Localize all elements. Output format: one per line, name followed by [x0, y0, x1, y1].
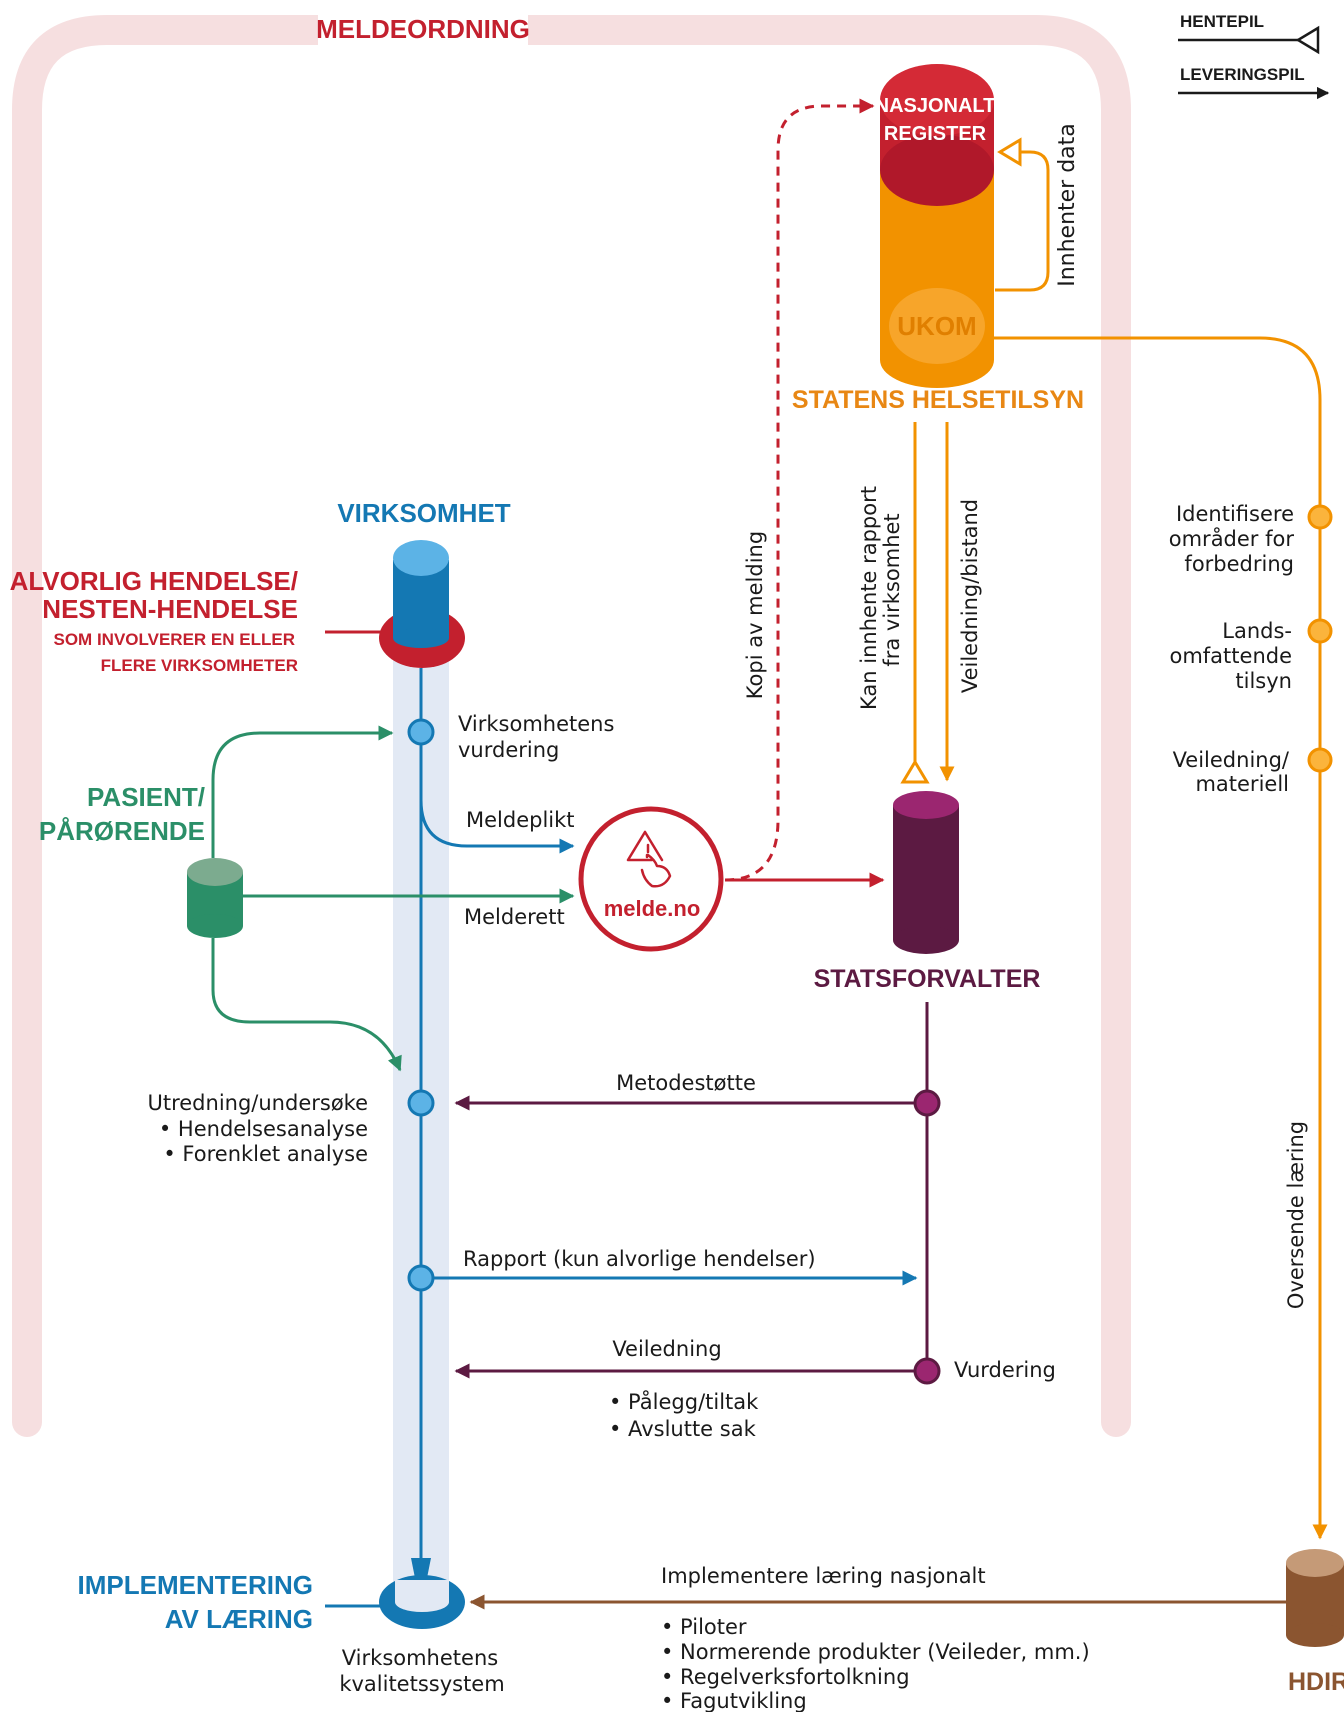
- quality-label-2: kvalitetssystem: [339, 1672, 504, 1696]
- event-disc: [379, 540, 465, 668]
- implement-nationally-label: Implementere læring nasjonalt: [661, 1564, 986, 1588]
- patient-to-investigation-arrow: [211, 938, 402, 1072]
- assessment-sf-node: [913, 1357, 941, 1385]
- hdir-bullet-1: • Piloter: [661, 1615, 747, 1639]
- investigation-node: [407, 1089, 435, 1117]
- right-node-2: [1307, 618, 1333, 644]
- method-support-label: Metodestøtte: [616, 1071, 756, 1095]
- hdir-bullet-3: • Regelverksfortolkning: [661, 1665, 910, 1689]
- assessment-node: [407, 718, 435, 746]
- right-item2-line2: omfattende: [1169, 644, 1292, 668]
- innhenter-data-loop: [995, 150, 1050, 292]
- patient-label-1: PASIENT/: [87, 782, 205, 812]
- kopi-label: Kopi av melding: [743, 531, 767, 699]
- method-support-node: [913, 1089, 941, 1117]
- hdir-bullet-2: • Normerende produkter (Veileder, mm.): [661, 1640, 1090, 1664]
- collect-report-fetch-arrow-icon: [900, 759, 930, 784]
- arrow-legend: HENTEPIL LEVERINGSPIL: [1178, 12, 1330, 100]
- collect-report-label-1: Kan innhente rapport: [857, 486, 881, 710]
- right-item1-line2: områder for: [1169, 526, 1295, 551]
- hdir-bullet-4: • Fagutvikling: [661, 1689, 807, 1712]
- collect-report-label-2: fra virksomhet: [880, 513, 904, 666]
- melde-label[interactable]: melde.no: [604, 896, 701, 921]
- hdir-cylinder: [1286, 1549, 1344, 1647]
- helsetilsyn-cylinder: [880, 64, 994, 388]
- innhenter-fetch-arrow-icon: [997, 137, 1022, 167]
- meldeplikt-arrow: [419, 744, 575, 854]
- frame-title-bg: [318, 10, 528, 50]
- right-item1-line3: forbedring: [1184, 552, 1294, 576]
- statsforvalter-label: STATSFORVALTER: [814, 965, 1041, 993]
- guidance-label: Veiledning: [612, 1337, 721, 1361]
- implement-title-2: AV LÆRING: [165, 1604, 313, 1634]
- investigation-label-2: • Hendelsesanalyse: [159, 1117, 368, 1141]
- helsetilsyn-label: STATENS HELSETILSYN: [792, 386, 1084, 414]
- ukom-to-hdir-path: [994, 336, 1328, 1540]
- melderett-label: Melderett: [464, 905, 565, 929]
- kopi-dashed-arrow: [724, 98, 875, 882]
- right-item3-line2: materiell: [1195, 772, 1289, 796]
- send-learning-label: Oversende læring: [1284, 1121, 1308, 1309]
- legend-fetch-arrow-icon: [1295, 25, 1320, 55]
- assessment-label-1: Virksomhetens: [458, 712, 614, 736]
- investigation-label-3: • Forenklet analyse: [163, 1142, 368, 1166]
- assessment-label-2: vurdering: [458, 738, 559, 762]
- right-item2-line1: Lands-: [1222, 619, 1292, 643]
- ukom-label: UKOM: [897, 311, 976, 341]
- innhenter-data-label: Innhenter data: [1055, 123, 1080, 287]
- register-label-2: REGISTER: [884, 123, 987, 145]
- legend-delivery-label: LEVERINGSPIL: [1180, 65, 1305, 84]
- report-label: Rapport (kun alvorlige hendelser): [463, 1247, 816, 1271]
- report-node: [407, 1264, 435, 1292]
- event-title-2: NESTEN-HENDELSE: [42, 594, 298, 624]
- right-node-3: [1307, 747, 1333, 773]
- legend-fetch-label: HENTEPIL: [1180, 12, 1264, 31]
- frame-title: MELDEORDNING: [316, 14, 530, 44]
- implement-title-1: IMPLEMENTERING: [78, 1570, 313, 1600]
- patient-cylinder: [187, 858, 243, 938]
- guidance-support-label: Veiledning/bistand: [958, 499, 982, 693]
- hdir-label: HDIR: [1288, 1668, 1344, 1696]
- right-node-1: [1307, 504, 1333, 530]
- event-sub-2: FLERE VIRKSOMHETER: [101, 656, 298, 675]
- meldeplikt-label: Meldeplikt: [466, 808, 575, 832]
- assessment-sf-label: Vurdering: [954, 1358, 1056, 1382]
- event-title-1: ALVORLIG HENDELSE/: [10, 566, 298, 596]
- right-item1-line1: Identifisere: [1176, 502, 1294, 526]
- quality-system-disc: [379, 1575, 465, 1629]
- register-label-1: NASJONALT: [875, 95, 996, 117]
- statsforvalter-cylinder: [893, 791, 959, 954]
- close-case-label: • Avslutte sak: [609, 1417, 757, 1441]
- quality-label-1: Virksomhetens: [342, 1646, 498, 1670]
- melde-circle[interactable]: [578, 806, 724, 952]
- warning-hand-icon: [626, 830, 672, 888]
- right-item2-line3: tilsyn: [1235, 669, 1292, 693]
- virksomhet-title: VIRKSOMHET: [337, 498, 510, 528]
- investigation-label-1: Utredning/undersøke: [147, 1091, 368, 1115]
- meldeordning-frame: [12, 15, 1131, 1437]
- event-sub-1: SOM INVOLVERER EN ELLER: [54, 630, 296, 649]
- patient-label-2: PÅRØRENDE: [39, 816, 205, 846]
- sanction-label: • Pålegg/tiltak: [609, 1389, 759, 1414]
- patient-to-assessment-arrow: [211, 725, 394, 858]
- right-item3-line1: Veiledning/: [1173, 748, 1290, 772]
